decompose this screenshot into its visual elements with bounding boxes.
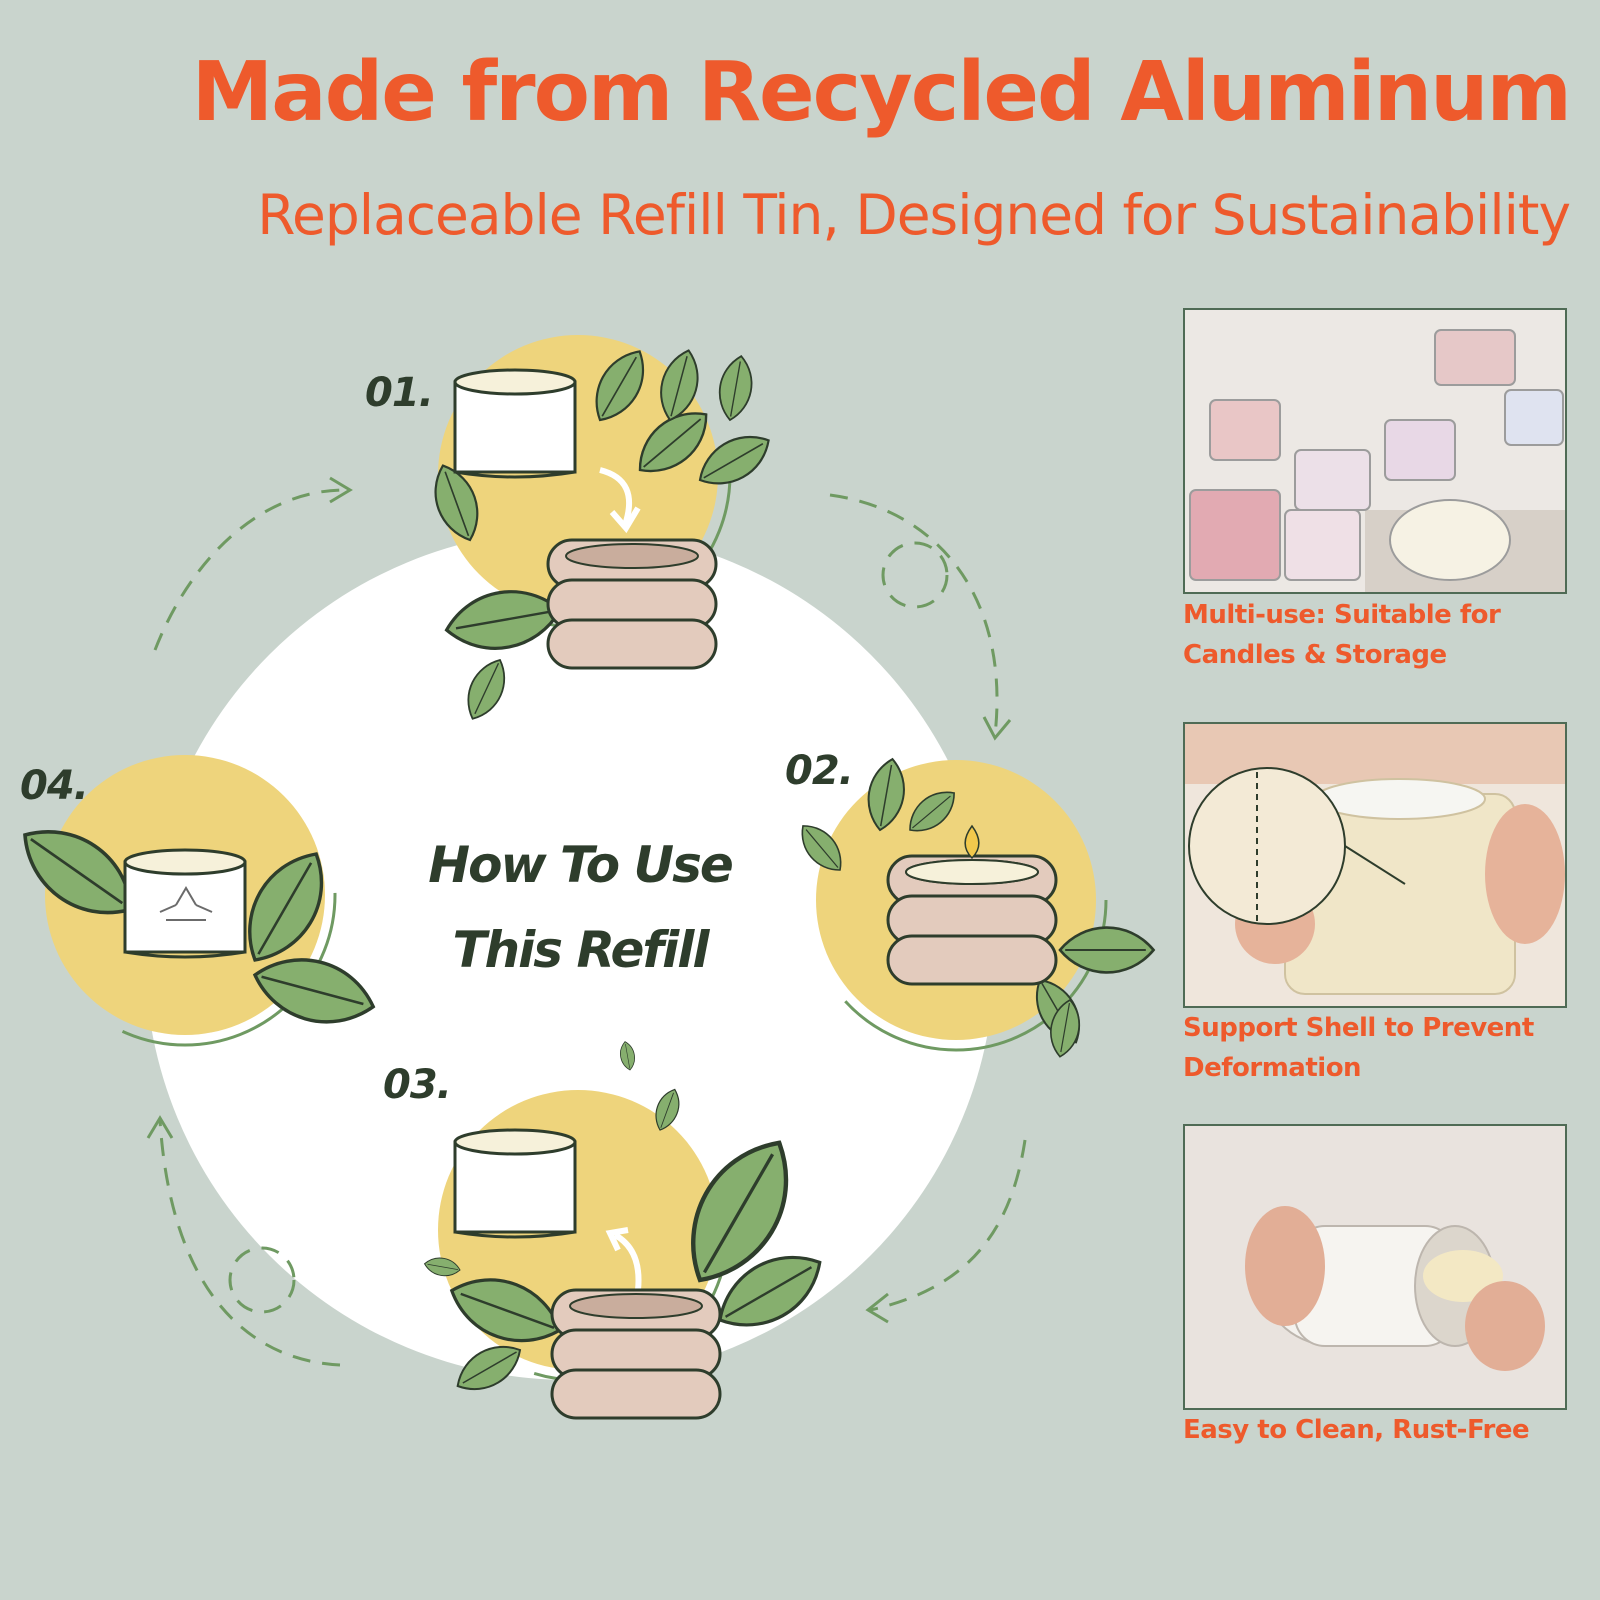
step-4-number: 04. [20,763,89,809]
step-3-illustration [422,1040,836,1420]
page-subtitle: Replaceable Refill Tin, Designed for Sus… [257,183,1571,247]
candle-flame-icon [964,824,980,860]
feature-1-caption-line1: Multi-use: Suitable for [1183,600,1501,630]
curved-arrow-icon [613,1232,642,1291]
feature-3-caption-line1: Easy to Clean, Rust-Free [1183,1415,1530,1445]
step-2-illustration [791,748,1155,1060]
step-4-illustration [5,743,383,1047]
feature-2-caption-line1: Support Shell to Prevent [1183,1013,1534,1043]
step-2-number: 02. [785,748,854,794]
feature-1-caption: Multi-use: Suitable for Candles & Storag… [1183,595,1593,675]
photo-candle-tins-collection [1183,308,1567,594]
how-to-use-subheading: This Refill [452,921,709,979]
photo-cleaning-tin [1183,1124,1567,1410]
dashed-arrow-icon [146,476,1027,1367]
curved-arrow-icon [599,467,632,526]
step-1-number: 01. [365,370,434,416]
feature-2-caption: Support Shell to Prevent Deformation [1183,1008,1593,1088]
feature-1-caption-line2: Candles & Storage [1183,640,1447,670]
how-to-use-heading: How To Use [428,836,734,894]
feature-2-caption-line2: Deformation [1183,1053,1362,1083]
feature-3-caption: Easy to Clean, Rust-Free [1183,1410,1593,1450]
photo-support-shell [1183,722,1567,1008]
page-title: Made from Recycled Aluminum [191,45,1572,140]
recycle-icon [159,886,213,921]
step-3-number: 03. [383,1062,452,1108]
step-1-illustration [423,321,780,727]
how-to-use-diagram [5,321,1155,1420]
